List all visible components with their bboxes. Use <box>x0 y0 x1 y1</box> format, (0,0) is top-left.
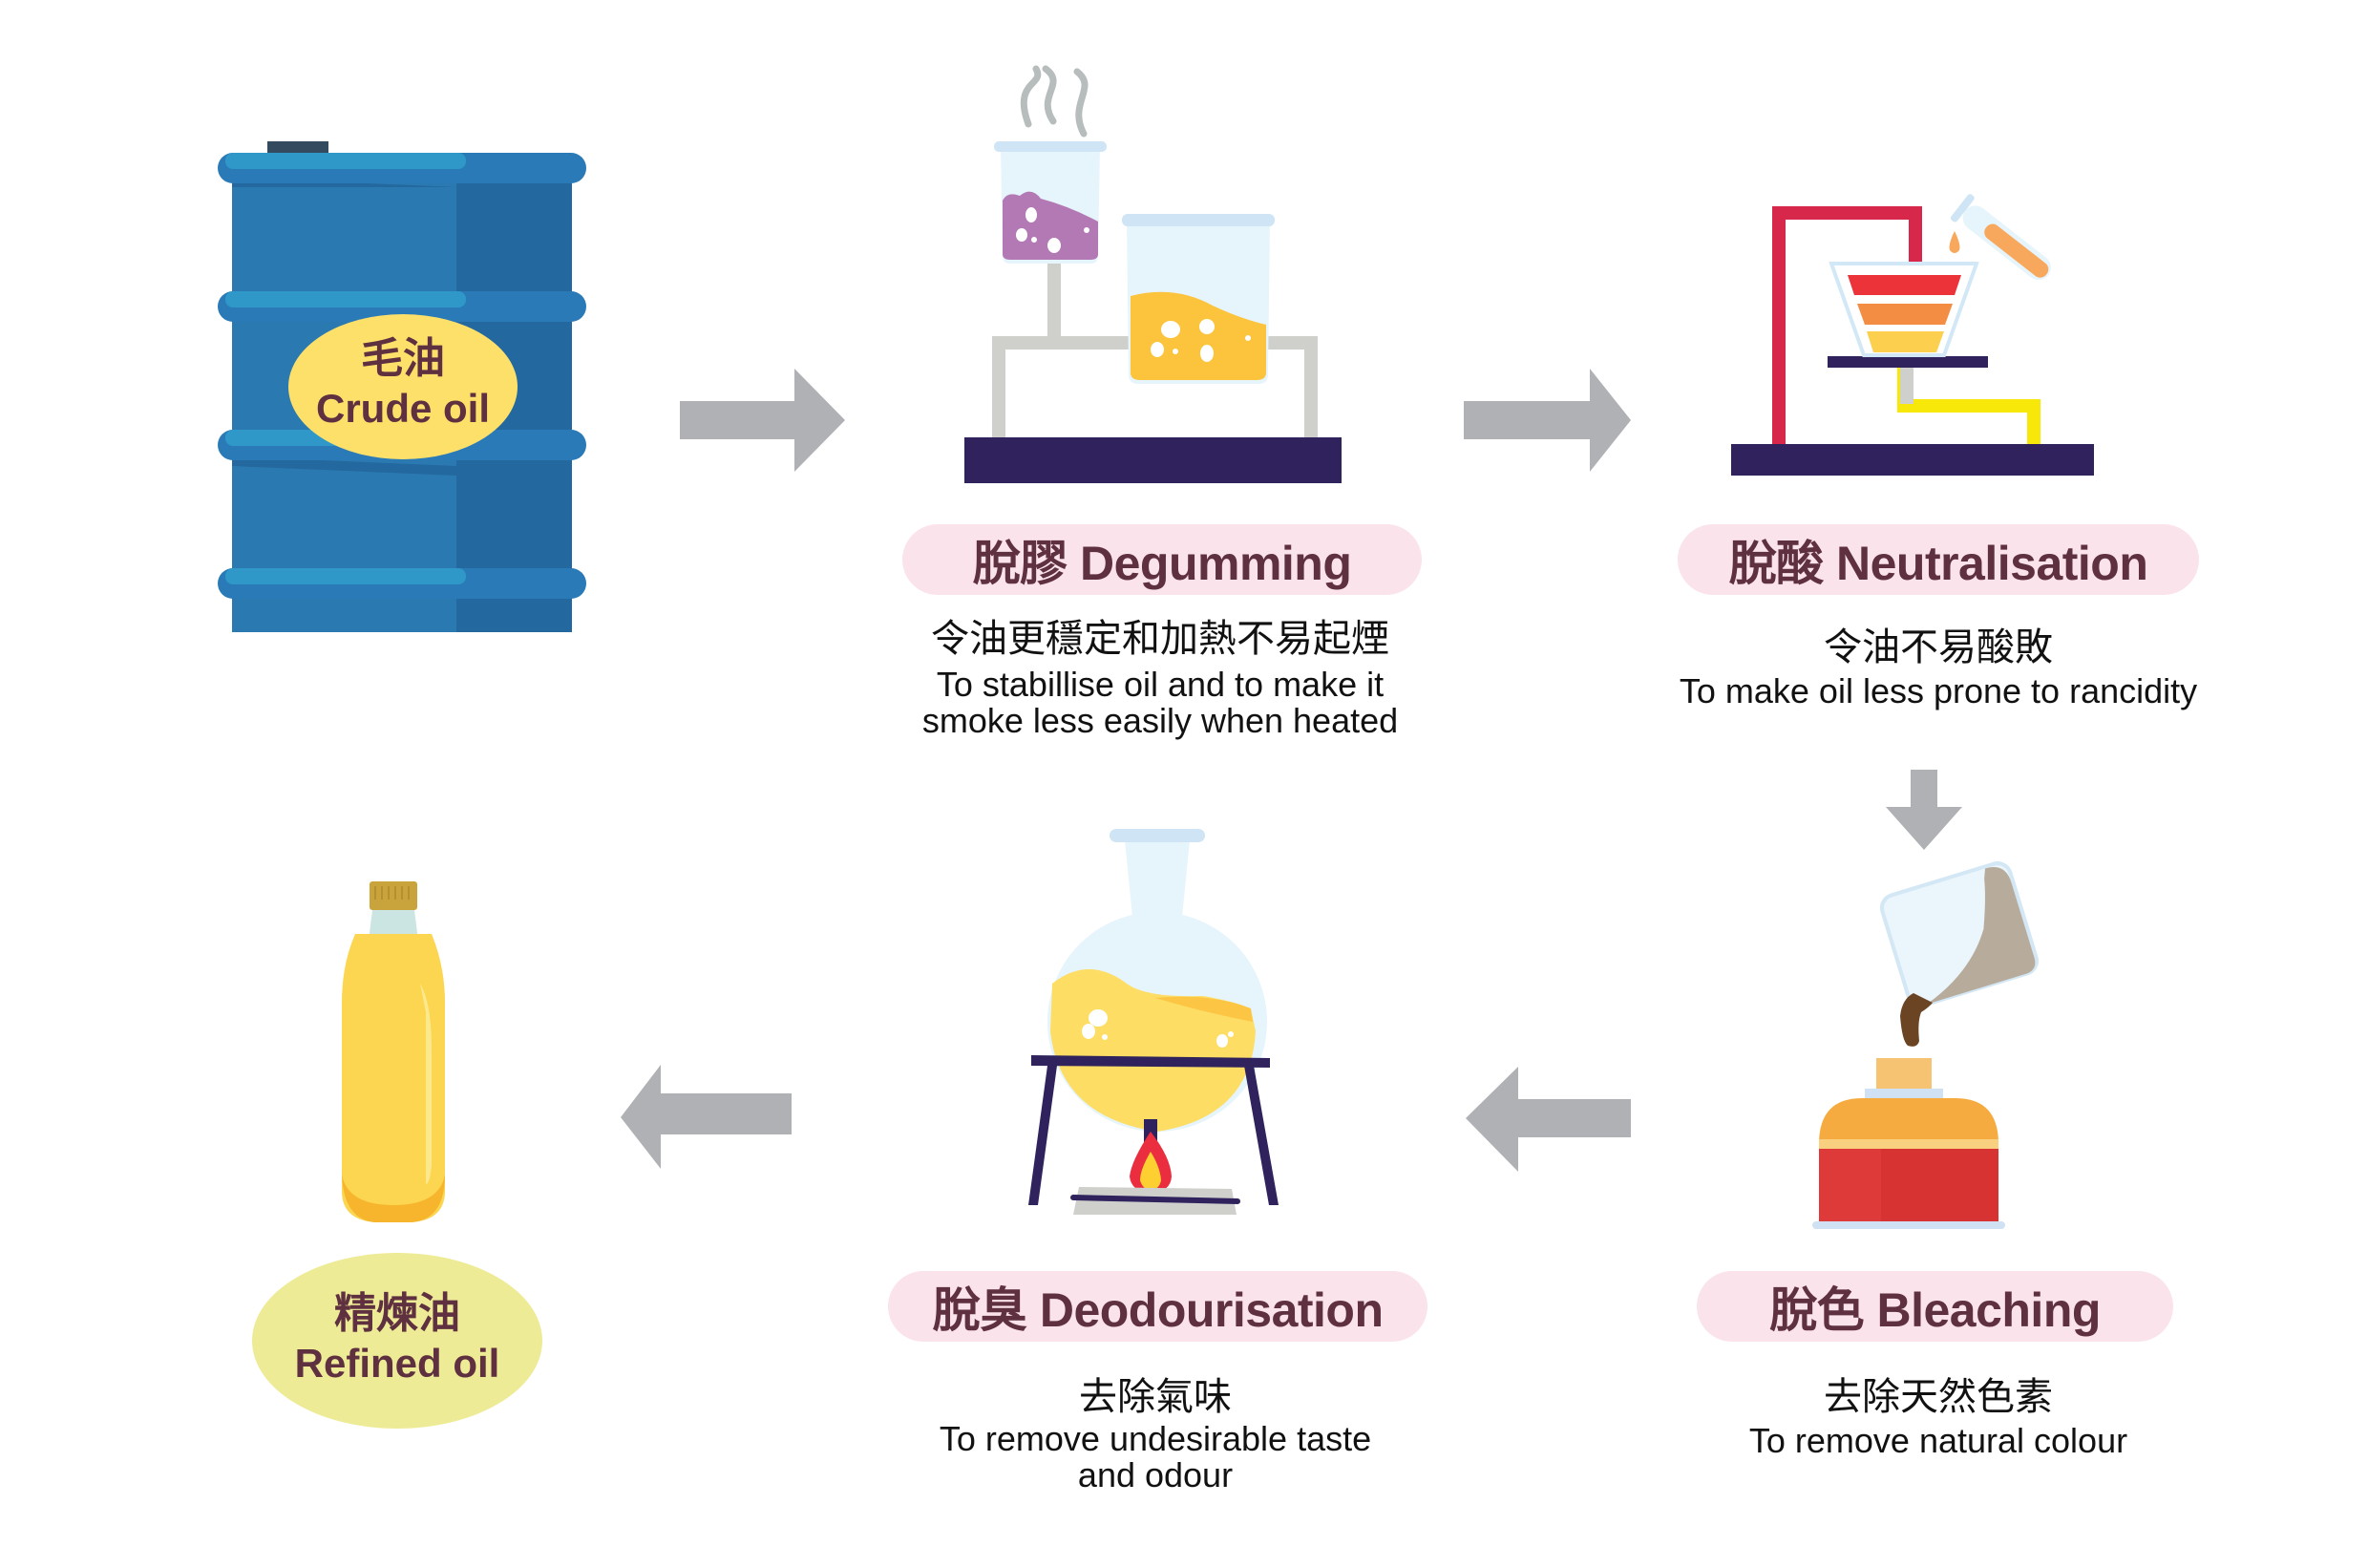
refined-oil-label-en: Refined oil <box>294 1341 500 1386</box>
arrow-down-icon <box>1886 770 1962 850</box>
step-title-degumming: 脫膠 Degumming <box>902 524 1422 595</box>
step-desc-zh-deodourisation: 去除氣味 <box>1079 1376 1232 1418</box>
desc-line: To stabillise oil and to make it <box>936 665 1385 704</box>
refined-oil-label-zh: 精煉油 <box>334 1290 460 1337</box>
deodourisation-flask-icon <box>1028 829 1279 1215</box>
neutralisation-funnel-icon <box>1731 194 2094 476</box>
degumming-beakers-icon <box>964 65 1342 483</box>
desc-line: smoke less easily when heated <box>921 701 1399 740</box>
step-desc-zh-neutralisation: 令油不易酸敗 <box>1824 626 2053 668</box>
crude-oil-label-bg <box>288 314 518 459</box>
step-desc-en-degumming: To stabillise oil and to make it smoke l… <box>874 667 1447 739</box>
crude-oil-label-en: Crude oil <box>315 386 490 431</box>
arrow-left-icon <box>621 1065 792 1169</box>
refined-oil-label-bg <box>252 1253 542 1429</box>
bleaching-pouring-icon <box>1812 861 2039 1229</box>
step-desc-zh-degumming: 令油更穩定和加熱不易起煙 <box>931 618 1389 660</box>
step-title-neutralisation: 脫酸 Neutralisation <box>1678 524 2199 595</box>
step-desc-en-deodourisation: To remove undesirable taste and odour <box>869 1421 1442 1494</box>
desc-line: and odour <box>1077 1455 1234 1494</box>
refined-oil-label: 精煉油 Refined oil <box>254 1289 540 1388</box>
desc-line: To make oil less prone to rancidity <box>1679 671 2198 710</box>
arrow-left-icon <box>1466 1067 1631 1172</box>
crude-oil-label: 毛油 Crude oil <box>288 334 518 434</box>
oil-barrel-icon <box>218 141 586 632</box>
crude-oil-label-zh: 毛油 <box>361 335 445 382</box>
step-title-deodourisation: 脫臭 Deodourisation <box>888 1271 1427 1342</box>
step-title-bleaching: 脫色 Bleaching <box>1697 1271 2173 1342</box>
desc-line: To remove undesirable taste <box>939 1419 1372 1458</box>
desc-line: To remove natural colour <box>1748 1421 2128 1460</box>
step-desc-en-bleaching: To remove natural colour <box>1642 1423 2234 1459</box>
arrow-right-icon <box>680 369 845 472</box>
step-desc-en-neutralisation: To make oil less prone to rancidity <box>1642 673 2234 710</box>
oil-bottle-icon <box>252 881 542 1429</box>
step-desc-zh-bleaching: 去除天然色素 <box>1824 1376 2053 1418</box>
arrow-right-icon <box>1464 369 1631 472</box>
